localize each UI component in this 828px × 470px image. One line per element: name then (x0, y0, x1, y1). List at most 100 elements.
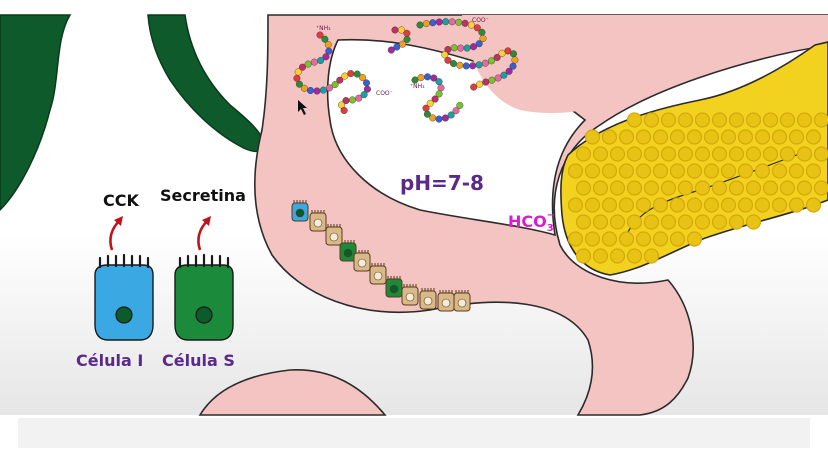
pancreas-acini (567, 112, 828, 264)
pancreas-acinus (720, 197, 737, 213)
amino-acid-bead (504, 47, 512, 55)
amino-acid-bead (488, 76, 496, 84)
secretina-arrow-head (202, 216, 211, 226)
pancreas-acinus (660, 146, 677, 162)
amino-acid-bead (393, 43, 401, 51)
amino-acid-bead (322, 53, 330, 61)
pancreas-acinus (737, 129, 754, 145)
pancreas-acinus (745, 180, 762, 196)
amino-acid-bead (363, 85, 371, 93)
cell-i (94, 253, 154, 341)
pancreas-acinus (643, 214, 660, 230)
pancreas-acinus (813, 146, 828, 162)
amino-acid-bead (316, 31, 324, 39)
pancreas-acinus (677, 180, 694, 196)
amino-acid-bead (299, 63, 307, 71)
pancreas-acinus (779, 146, 796, 162)
amino-acid-bead (325, 47, 333, 55)
pancreas-acinus (686, 163, 703, 179)
amino-acid-bead (493, 54, 501, 62)
amino-acid-bead (470, 83, 478, 91)
pancreas-acinus (635, 163, 652, 179)
nh3-label-a: ⁺NH₃ (316, 25, 331, 32)
amino-acid-bead (431, 95, 439, 103)
pancreas-acinus (592, 180, 609, 196)
amino-acid-bead (403, 35, 411, 43)
pancreas-acinus (660, 214, 677, 230)
amino-acid-bead (430, 74, 438, 82)
amino-acid-bead (403, 29, 411, 37)
pancreas-acinus (643, 146, 660, 162)
pancreas-acinus (805, 197, 822, 213)
pancreas-acinus (669, 129, 686, 145)
amino-acid-bead (457, 44, 465, 52)
pancreas-acinus (762, 146, 779, 162)
amino-acid-bead (424, 73, 432, 81)
pancreas-acinus (686, 129, 703, 145)
amino-acid-bead (416, 21, 424, 29)
amino-acid-bead (473, 24, 481, 32)
pancreas-acinus (762, 180, 779, 196)
amino-acid-bead (326, 84, 334, 92)
amino-acid-bead (467, 21, 475, 29)
pancreas-acinus (567, 231, 584, 247)
amino-acid-bead (347, 70, 355, 78)
amino-acid-bead (387, 46, 395, 54)
pancreas-acinus (728, 146, 745, 162)
bottom-bar (18, 418, 810, 448)
amino-acid-bead (426, 99, 434, 107)
enterocyte-nucleus (423, 296, 433, 306)
stomach-pylorus (147, 14, 266, 153)
pancreas-acinus (728, 214, 745, 230)
amino-acid-bead (355, 94, 363, 102)
pancreas-acinus (720, 163, 737, 179)
pancreas-acinus (813, 180, 828, 196)
enterocyte-nucleus (441, 298, 451, 308)
cell-s-label: Célula S (162, 351, 235, 370)
amino-acid-bead (478, 28, 486, 36)
pancreas-acinus (788, 163, 805, 179)
amino-acid-bead (441, 114, 449, 122)
pancreas-acinus (609, 214, 626, 230)
amino-acid-bead (479, 35, 487, 43)
amino-acid-bead (435, 78, 443, 86)
pancreas-acinus (652, 163, 669, 179)
cck-arrow-head (114, 216, 123, 226)
amino-acid-bead (476, 80, 484, 88)
amino-acid-bead (435, 90, 443, 98)
pancreas-acinus (592, 214, 609, 230)
pancreas-acinus (694, 146, 711, 162)
amino-acid-bead (399, 40, 407, 48)
amino-acid-bead (447, 111, 455, 119)
amino-acid-bead (441, 51, 449, 59)
pancreas-acinus (575, 214, 592, 230)
amino-acid-bead (450, 60, 458, 68)
pancreas-acinus (609, 146, 626, 162)
pancreas-acinus (711, 180, 728, 196)
pancreas-acinus (694, 214, 711, 230)
pancreas-acinus (584, 231, 601, 247)
amino-acid-bead (448, 18, 456, 26)
pancreas-acinus (626, 112, 643, 128)
amino-acid-bead (340, 106, 348, 114)
pancreas-acinus (711, 112, 728, 128)
pancreas-acinus (643, 180, 660, 196)
amino-acid-bead (342, 97, 350, 105)
pancreas-acinus (788, 129, 805, 145)
pancreas-acinus (592, 146, 609, 162)
amino-acid-bead (348, 96, 356, 104)
pancreas-acinus (805, 163, 822, 179)
pancreas-acinus (745, 112, 762, 128)
amino-acid-bead (469, 62, 477, 70)
pancreas-acinus (703, 163, 720, 179)
amino-acid-bead (475, 61, 483, 69)
pancreas-acinus (686, 231, 703, 247)
pancreas-acinus (584, 197, 601, 213)
amino-acid-bead (336, 76, 344, 84)
amino-acid-bead (363, 79, 371, 87)
amino-acid-bead (423, 110, 431, 118)
pancreas-acinus (601, 197, 618, 213)
pancreas-acinus (575, 180, 592, 196)
pancreas-acinus (669, 231, 686, 247)
